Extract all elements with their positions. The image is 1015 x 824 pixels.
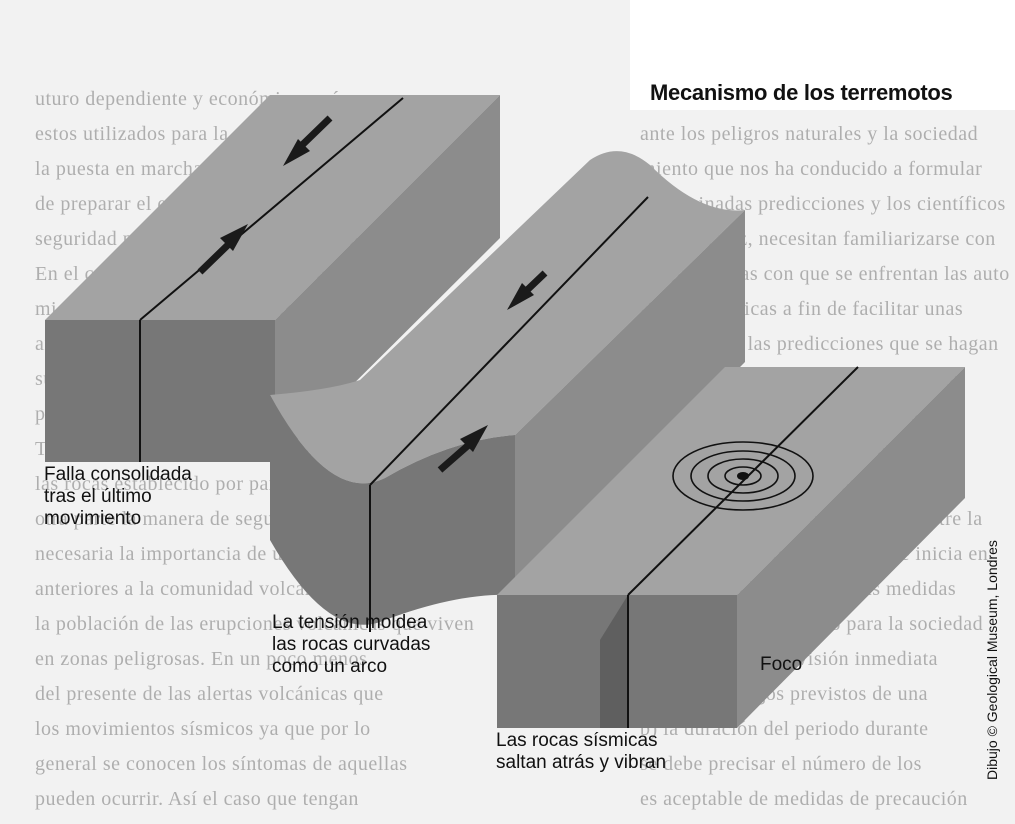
block3-top-face — [497, 367, 965, 595]
block1-arrow-down — [283, 115, 333, 166]
focus-seismic-rings — [672, 441, 814, 511]
caption-consolidated-fault: Falla consolidada tras el último movimie… — [44, 464, 192, 529]
block2-top-face — [270, 151, 745, 484]
block1-arrow-up — [197, 224, 248, 275]
caption-tension-bending: La tensión moldea las rocas curvadas com… — [272, 612, 431, 677]
svg-text:en zonas peligrosas. En un poc: en zonas peligrosas. En un poco menos — [35, 648, 367, 670]
block2-arrow-up — [437, 425, 488, 473]
block3-side-face — [737, 367, 965, 728]
svg-text:determinadas predicciones y lo: determinadas predicciones y los científi… — [640, 193, 1006, 215]
block2-fault-line-top — [369, 196, 649, 486]
image-credit: Dibujo © Geological Museum, Londres — [984, 540, 1000, 780]
svg-text:otra parte la manera de seguri: otra parte la manera de seguridad — [35, 508, 317, 530]
svg-text:miento que nos ha conducido a: miento que nos ha conducido a formular — [640, 158, 982, 180]
svg-text:necesaria la importancia de un: necesaria la importancia de una zona — [35, 543, 348, 565]
block2-front-face — [270, 395, 515, 625]
block3-fault-shadow — [600, 595, 628, 728]
svg-text:general se conocen los síntoma: general se conocen los síntomas de aquel… — [35, 753, 408, 775]
svg-text:los movimientos sísmicos ya qu: los movimientos sísmicos ya que por lo — [35, 718, 371, 740]
focus-label: Foco — [760, 654, 803, 675]
caption-rocks-spring-back: Las rocas sísmicas saltan atrás y vibran — [496, 730, 667, 773]
svg-text:se debe precisar el número de: se debe precisar el número de los — [640, 753, 922, 775]
svg-text:es aceptable de medidas de pre: es aceptable de medidas de precaución — [640, 788, 968, 810]
block2-arrow-down — [507, 270, 548, 310]
block1-side-face — [275, 95, 500, 462]
block1-fault-line-top — [139, 97, 404, 321]
svg-text:del presente de las alertas vo: del presente de las alertas volcánicas q… — [35, 683, 384, 705]
svg-text:ante los peligros naturales y: ante los peligros naturales y la socieda… — [640, 123, 978, 145]
block2-side-face — [515, 210, 745, 595]
diagram-title: Mecanismo de los terremotos — [650, 80, 953, 105]
svg-text:pueden ocurrir. Así el caso qu: pueden ocurrir. Así el caso que tengan — [35, 788, 359, 810]
focus-point — [737, 472, 749, 480]
block3-fault-line-top — [627, 366, 859, 596]
block1-front-face — [45, 320, 275, 462]
svg-text:las rocas establecido por part: las rocas establecido por parte de — [35, 473, 317, 495]
